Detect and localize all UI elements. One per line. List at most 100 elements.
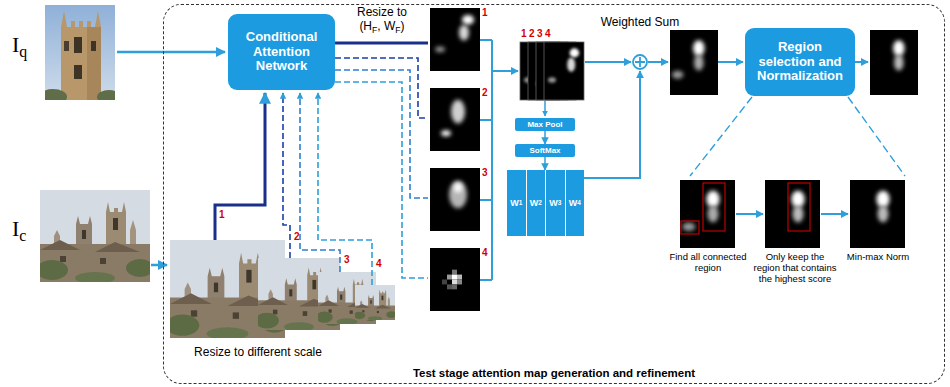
sum-symbol [633,55,647,69]
text-run: ) [401,19,405,33]
text-run: I [12,32,19,57]
operation-box: Max Pool [515,118,575,131]
text-run: 4 [482,247,488,258]
text-run: q [19,43,27,60]
input-name: Iq [12,32,52,57]
flow-arrow [544,101,546,116]
label-holder: Min-max Norm [843,252,913,263]
callout-number: 1 [521,28,529,40]
text-run: 1 [482,7,488,18]
flow-connector [544,131,546,144]
text-run: Find all connected region [669,251,746,273]
box-label: Max Pool [527,120,562,129]
flow-arrow [584,71,640,178]
attention-map [430,88,480,151]
output-line [335,70,428,198]
flow-arrow [117,51,225,54]
zoom-line [690,97,752,176]
stacked-map [544,42,584,100]
text-run: 3 [482,167,488,178]
label-holder: Find all connected region [668,252,748,274]
label-holder: 1 [219,209,228,221]
attention-map [430,168,480,231]
label-holder: Resize to different scale [166,346,350,360]
text-run: , W [377,19,395,33]
label-holder: Only keep the region that contains the h… [752,252,838,285]
output-line [335,82,428,278]
sum-symbol [635,57,645,67]
callout-number: 2 [482,87,491,99]
flow-arrow [855,61,868,63]
text-run: 4 [545,28,551,39]
text-run: I [12,216,19,241]
label-holder: Weighted Sum [600,16,680,30]
step-map [850,180,905,248]
merge-bus [480,40,492,280]
query-photo [39,5,121,105]
text-run: 2 [294,231,300,242]
flow-arrow [151,264,167,267]
operation-name: Weighted Sum [600,16,680,30]
scaled-photo [354,285,397,321]
text-run: Conditional Attention Network [246,29,318,74]
weight-name: W1 [507,170,526,236]
text-run: 1 [219,209,225,220]
stacked-map-border [544,42,584,100]
attention-map [430,248,480,311]
callout-number: 1 [482,7,491,19]
step-caption: Min-max Norm [843,252,913,263]
refined-map [870,30,918,95]
flow-arrow [585,61,631,63]
scale-line [215,93,265,240]
callout-number: 3 [344,254,353,266]
candidate-photo [36,190,154,284]
text-run: SoftMax [529,146,560,155]
flow-arrow [821,213,848,215]
text-run: Weighted Sum [601,15,680,29]
text-run: 1 [521,28,527,39]
region-box [681,221,699,234]
label-holder: 4 [545,28,553,40]
flow-arrow [718,61,743,63]
callout-number: 4 [545,28,553,40]
region-box [788,183,810,231]
frame-title: Test stage attention map generation and … [413,367,695,380]
text-run: Min-max Norm [847,251,909,262]
text-run: W [549,198,558,208]
text-run: 4 [376,258,382,269]
process-box: Conditional Attention Network [228,14,335,90]
text-run: Max Pool [527,120,562,129]
step-caption: Find all connected region [668,252,748,274]
step-map [680,180,735,248]
label-holder: 3 [537,28,545,40]
process-box: Region selection and Normalization [745,28,855,96]
scale-line [300,93,340,272]
callout-number: 3 [482,167,491,179]
text-run: 3 [537,28,543,39]
step-map [765,180,820,248]
text-run: Resize to different scale [194,345,322,359]
weight-name: W2 [526,170,546,236]
scale-line [318,93,372,285]
step-caption: Only keep the region that contains the h… [752,252,838,285]
label-holder: 3 [344,254,353,266]
label-holder: Resize to (HF, WF) [350,6,414,34]
zoom-line [848,97,905,176]
scale-line [283,93,290,258]
label-holder: Ic [12,216,52,241]
label-holder: 2 [482,87,491,99]
text-run: Region selection and Normalization [757,39,843,84]
text-run: W [510,198,519,208]
text-run: 2 [482,87,488,98]
text-run: W [569,198,578,208]
label-holder: 1 [521,28,529,40]
text-run: 2 [529,28,535,39]
text-run: Test stage attention map generation and … [413,367,695,379]
region-box [703,183,725,231]
text-run: c [19,227,26,244]
callout-number: 1 [219,209,228,221]
label-holder: 2 [529,28,537,40]
weight-strip: W1W2W3W4 [507,170,584,236]
label-holder: 4 [482,247,491,259]
text-run: Only keep the region that contains the h… [754,251,837,284]
